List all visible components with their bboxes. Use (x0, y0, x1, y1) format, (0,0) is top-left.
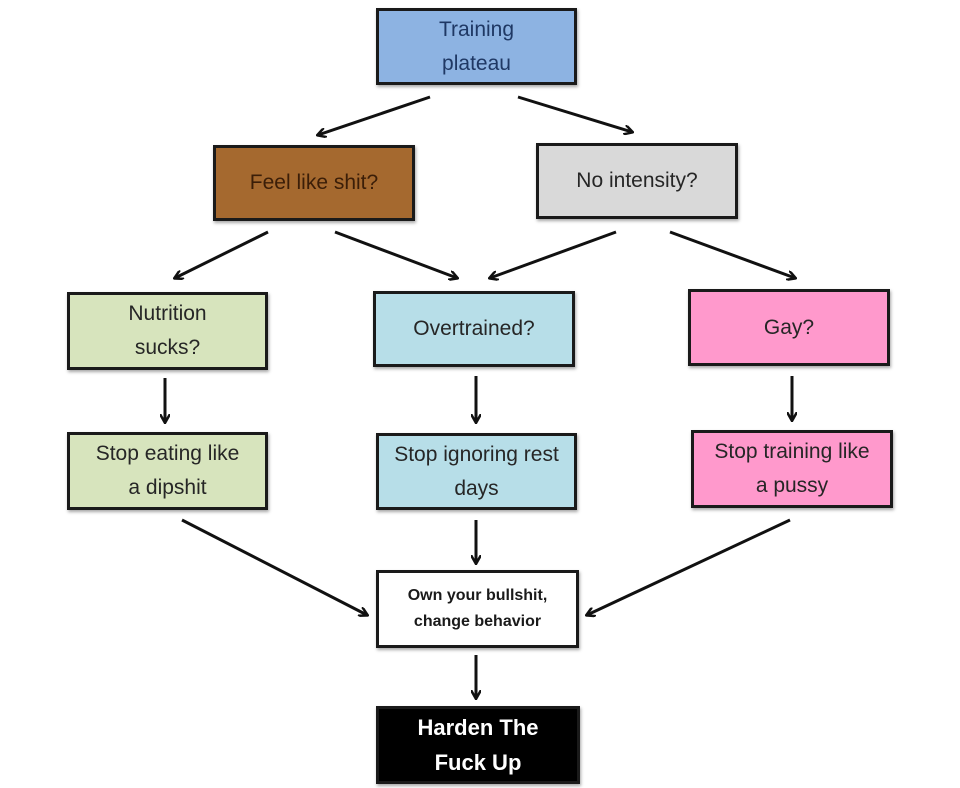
node-no-intensity: No intensity? (536, 143, 738, 219)
node-label: Stop ignoring rest days (394, 442, 559, 500)
arrow-plateau-to-intensity (517, 95, 632, 132)
node-label: Overtrained? (413, 317, 535, 341)
node-label: Stop training like a pussy (714, 440, 870, 497)
node-stop-eating: Stop eating like a dipshit (67, 432, 268, 510)
node-feel-like-shit: Feel like shit? (213, 145, 415, 221)
arrow-feel-to-nutrition (175, 230, 269, 278)
arrow-stop-eating-to-own (181, 518, 367, 615)
node-label: Feel like shit? (249, 171, 379, 195)
node-label: Harden The Fuck Up (417, 714, 539, 775)
node-label: Gay? (763, 315, 815, 339)
node-gay: Gay? (688, 289, 890, 366)
node-label: Training plateau (438, 17, 515, 75)
arrow-intensity-to-gay (669, 230, 795, 278)
node-own-bullshit: Own your bullshit, change behavior (376, 570, 579, 648)
node-stop-training: Stop training like a pussy (691, 430, 893, 508)
arrow-plateau-to-feel (318, 95, 431, 135)
node-training-plateau: Training plateau (376, 8, 577, 85)
node-nutrition-sucks: Nutrition sucks? (67, 292, 268, 370)
node-stop-ignoring: Stop ignoring rest days (376, 433, 577, 510)
arrow-intensity-to-overtrained (490, 230, 617, 278)
arrow-feel-to-overtrained (334, 230, 457, 278)
node-overtrained: Overtrained? (373, 291, 575, 367)
node-label: No intensity? (576, 169, 698, 193)
node-label: Stop eating like a dipshit (95, 442, 240, 499)
node-label: Nutrition sucks? (128, 302, 207, 359)
arrow-stop-training-to-own (587, 518, 791, 615)
node-harden-up: Harden The Fuck Up (376, 706, 580, 784)
node-label: Own your bullshit, change behavior (407, 587, 548, 630)
